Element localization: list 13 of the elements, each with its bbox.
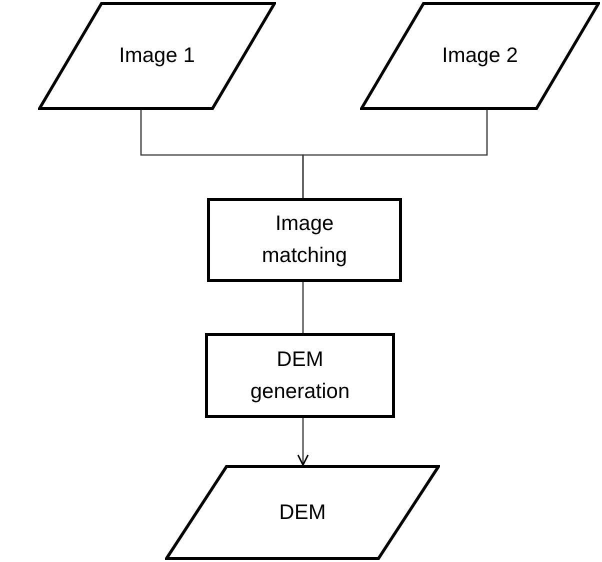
data-parallelogram bbox=[360, 2, 600, 110]
arrow bbox=[297, 418, 309, 466]
node-label: Image matching bbox=[260, 211, 348, 269]
process-box bbox=[205, 333, 395, 418]
node-label: Image 1 bbox=[119, 43, 195, 69]
node-label: DEM generation bbox=[249, 346, 351, 404]
connector-line bbox=[302, 282, 304, 333]
process-box bbox=[207, 198, 402, 282]
node-label: DEM bbox=[279, 500, 326, 526]
node-label: Image 2 bbox=[442, 43, 518, 69]
data-parallelogram bbox=[38, 2, 276, 110]
connector-line bbox=[302, 110, 488, 198]
data-parallelogram bbox=[165, 465, 440, 560]
